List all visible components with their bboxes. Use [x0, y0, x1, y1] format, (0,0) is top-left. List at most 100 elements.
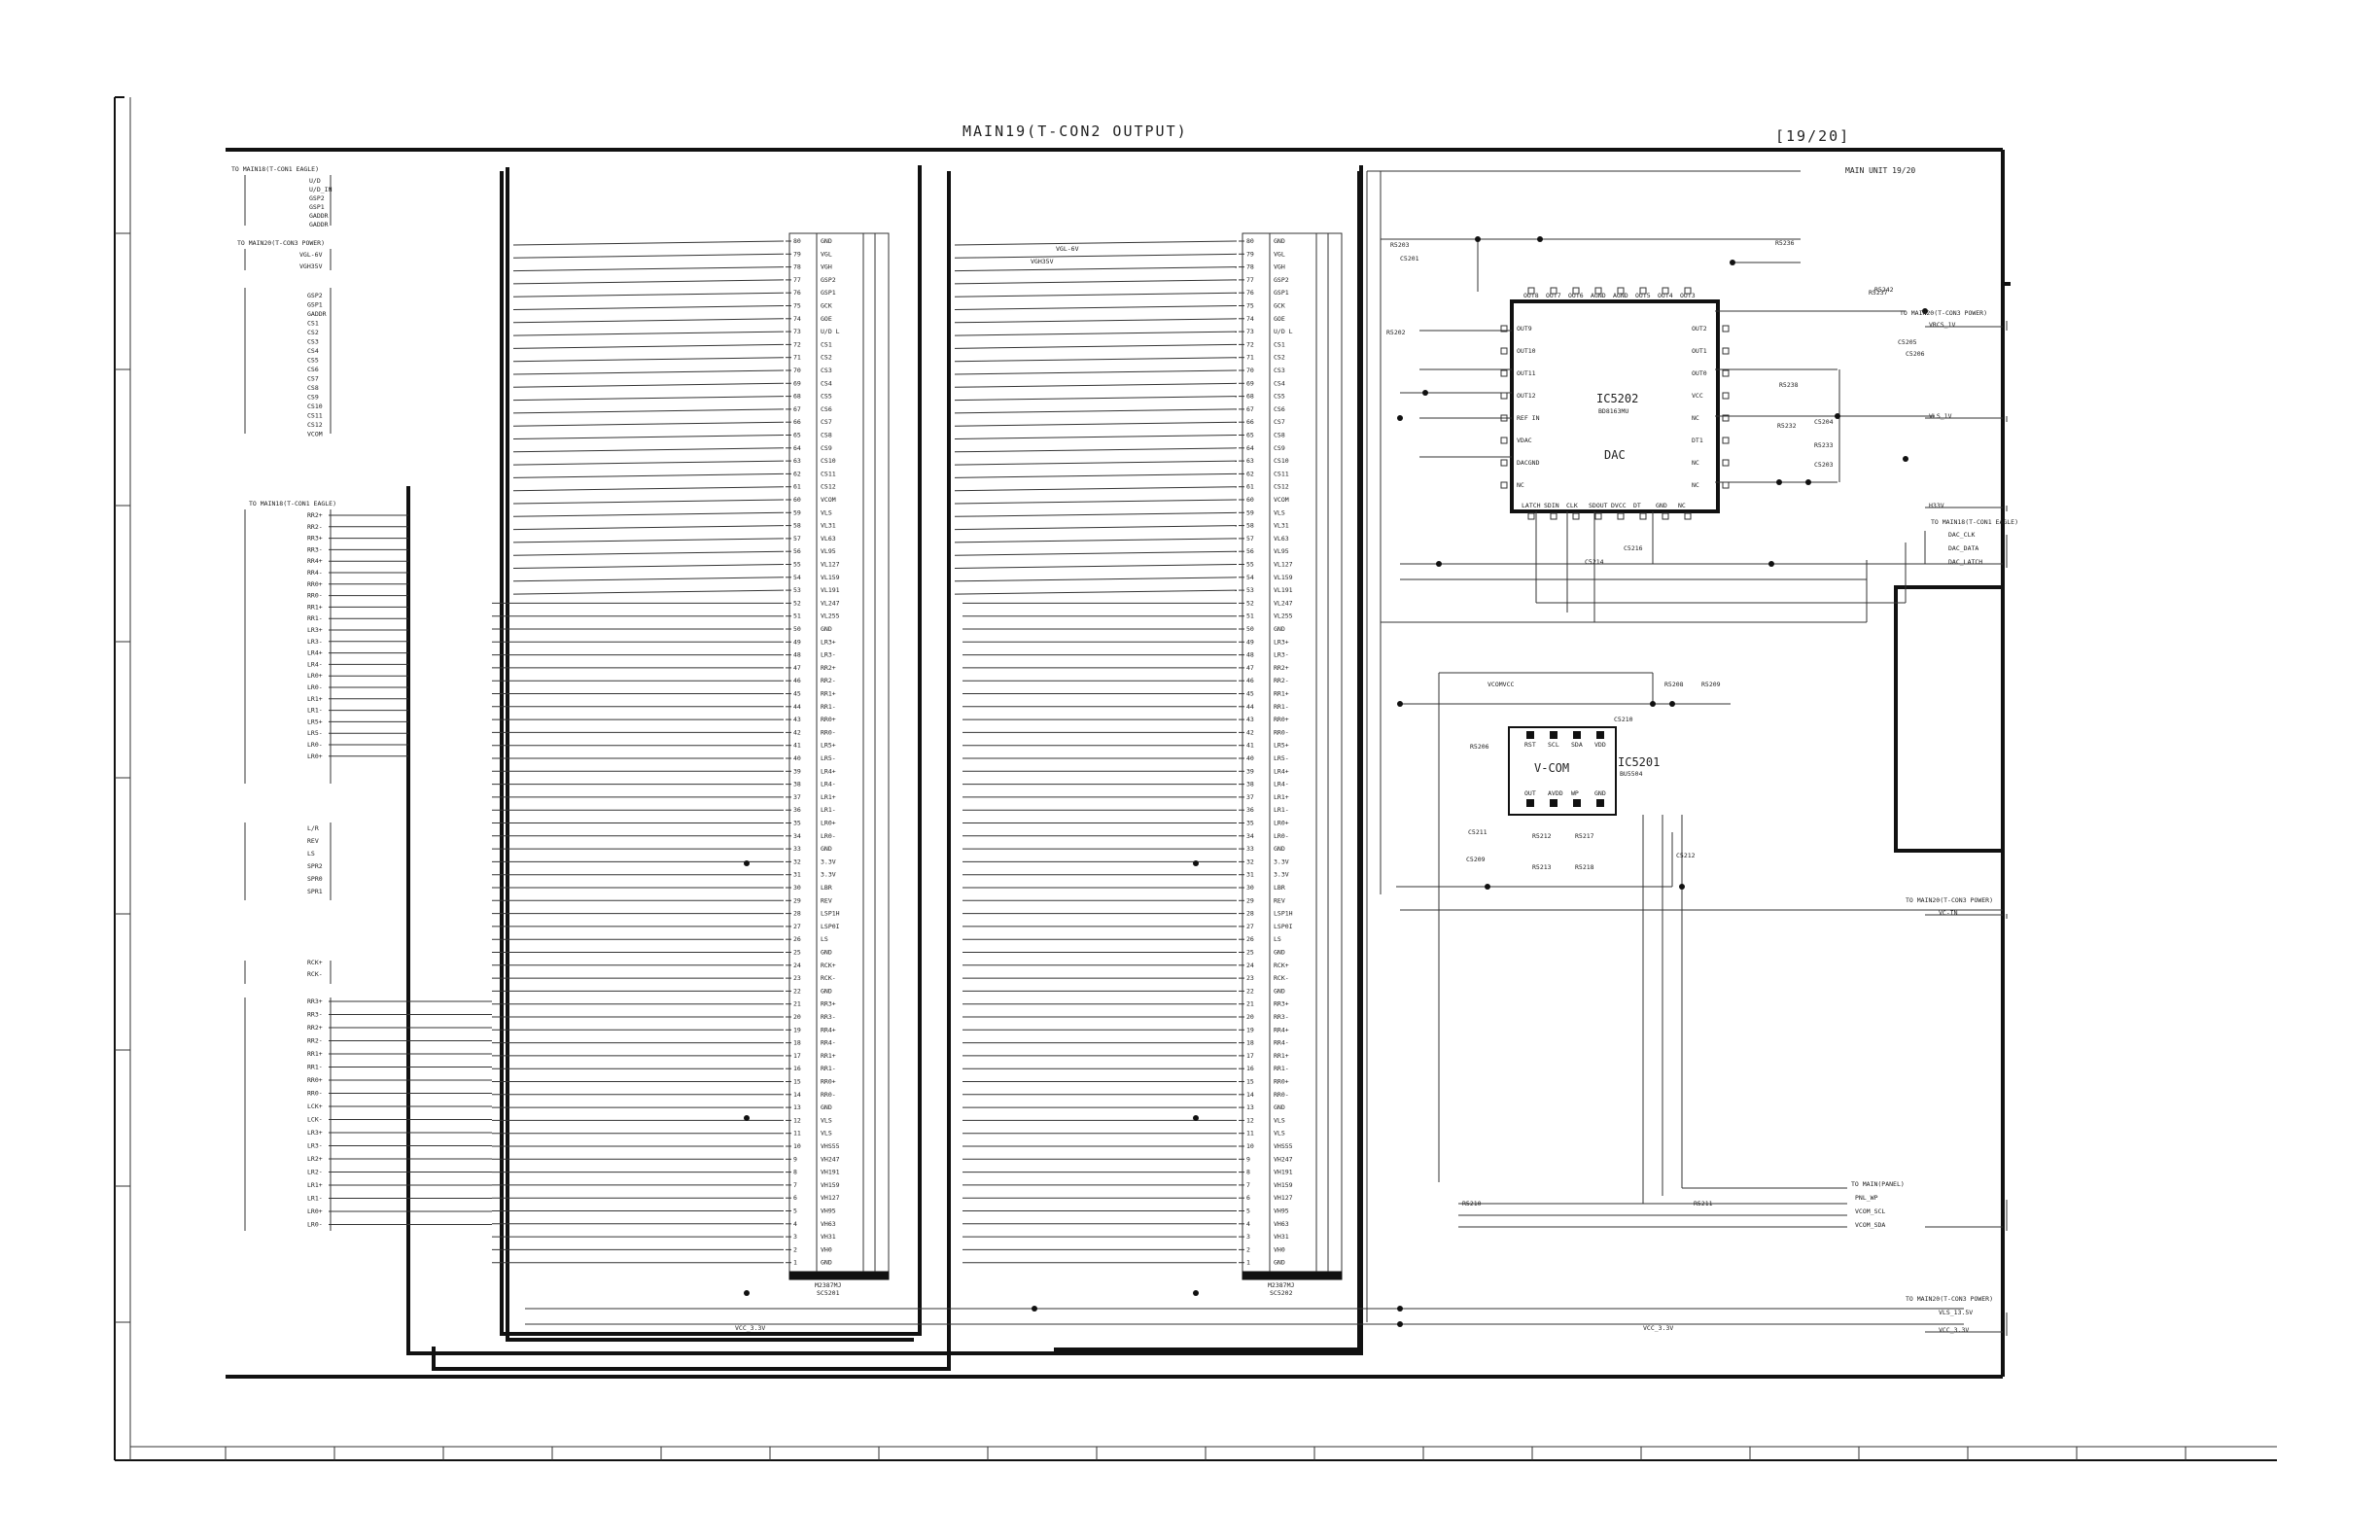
- conn-left-pin-number: 46: [793, 677, 801, 684]
- conn-right-pin-signal: RR0+: [1274, 1078, 1289, 1086]
- conn-left-pin-number: 7: [793, 1181, 797, 1189]
- conn-left-pin-signal: VL95: [821, 547, 836, 555]
- conn-left-pin-number: 66: [793, 418, 801, 426]
- component-ref: C5209: [1466, 856, 1486, 863]
- conn-right-pin-number: 29: [1246, 896, 1254, 904]
- vcom-pin-bottom: OUT: [1524, 789, 1536, 797]
- vcom-pin-bottom-box: [1573, 799, 1581, 807]
- wire-right-upper: [954, 550, 1238, 556]
- rl-to-power-1: TO MAIN20(T-CON3 POWER): [1900, 309, 1987, 317]
- dac-pin-top-box: [1639, 287, 1647, 295]
- conn-right-pin-signal: RR0-: [1274, 1091, 1289, 1099]
- conn-right-pin-signal: CS6: [1274, 405, 1285, 413]
- conn-right-pin-signal: CS5: [1274, 393, 1285, 401]
- dac-pin-top: OUT3: [1680, 292, 1696, 299]
- conn-right-pin-number: 47: [1246, 664, 1254, 672]
- dac-pin-right: NC: [1692, 414, 1699, 422]
- conn-left-pin-signal: LS: [821, 935, 828, 943]
- conn-left-pin-signal: REV: [821, 896, 832, 904]
- conn-left-pin-number: 36: [793, 806, 801, 814]
- wire-right-upper: [954, 435, 1238, 439]
- conn-right-pin-signal: RR0-: [1274, 728, 1289, 736]
- left-ctrl-signal: LS: [307, 850, 315, 858]
- connector-sc5201: M2387MJ SC5201: [788, 232, 890, 1297]
- left-lvds-signal: RR0+: [307, 580, 323, 588]
- connector-left-part: M2387MJ: [815, 1281, 841, 1289]
- left-low-signal: LR1+: [307, 1181, 323, 1189]
- conn-left-pin-signal: GSP2: [821, 276, 836, 284]
- conn-right-pin-number: 7: [1246, 1181, 1250, 1189]
- component-ref: R5233: [1814, 441, 1834, 449]
- conn-left-pin-signal: RR2+: [821, 664, 836, 672]
- conn-left-pin-signal: RR0-: [821, 1091, 836, 1099]
- conn-left-pin-number: 9: [793, 1155, 797, 1163]
- junction-dot: [1776, 479, 1782, 485]
- conn-left-pin-number: 58: [793, 522, 801, 530]
- conn-left-pin-number: 14: [793, 1091, 801, 1099]
- dac-ref: IC5202: [1596, 392, 1638, 405]
- junction-dot: [1650, 701, 1656, 707]
- conn-right-pin-signal: LR4+: [1274, 767, 1289, 775]
- conn-right-pin-number: 15: [1246, 1078, 1254, 1086]
- junction-dot: [744, 1115, 750, 1121]
- junction-dot: [1193, 1290, 1199, 1296]
- conn-left-pin-number: 48: [793, 651, 801, 659]
- conn-left-pin-signal: VL127: [821, 561, 840, 569]
- conn-left-pin-signal: VLS: [821, 508, 832, 516]
- conn-right-pin-signal: LS: [1274, 935, 1281, 943]
- wire-left-upper: [512, 408, 785, 414]
- conn-right-pin-signal: LBR: [1274, 884, 1285, 892]
- wire-right-upper: [954, 472, 1238, 478]
- left-gate-signal: CS1: [307, 320, 319, 328]
- conn-right-pin-number: 77: [1246, 276, 1254, 284]
- conn-right-pin-signal: 3.3V: [1274, 858, 1289, 865]
- left-gate-signal: CS11: [307, 412, 323, 420]
- component-ref: R5218: [1575, 863, 1594, 871]
- conn-left-pin-number: 60: [793, 496, 801, 504]
- conn-right-pin-number: 59: [1246, 508, 1254, 516]
- conn-left-pin-signal: LR4+: [821, 767, 836, 775]
- component-ref: R5242: [1874, 286, 1894, 294]
- conn-left-pin-signal: RCK-: [821, 974, 836, 982]
- conn-right-pin-signal: VHS55: [1274, 1142, 1293, 1150]
- conn-left-pin-signal: GOE: [821, 315, 832, 323]
- junction-dot: [1397, 1306, 1403, 1312]
- conn-right-pin-signal: VL159: [1274, 574, 1293, 581]
- left-low-signal: LR3-: [307, 1142, 323, 1150]
- conn-right-pin-signal: CS3: [1274, 367, 1285, 374]
- conn-left-pin-number: 15: [793, 1078, 801, 1086]
- junction-dot: [1835, 413, 1840, 419]
- rl-vls-volt: VLS_13.5V: [1939, 1309, 1973, 1316]
- dac-pin-left: OUT9: [1517, 325, 1532, 332]
- junction-dot: [1397, 415, 1403, 421]
- conn-right-pin-number: 4: [1246, 1220, 1250, 1228]
- left-low-signal: LR2+: [307, 1155, 323, 1163]
- dac-pin-left-box: [1500, 369, 1508, 377]
- conn-left-pin-number: 56: [793, 547, 801, 555]
- conn-right-pin-signal: VLS: [1274, 1116, 1285, 1124]
- conn-left-pin-signal: VH127: [821, 1194, 840, 1202]
- signal-wires: [329, 240, 1238, 1264]
- left-gate-signal: CS6: [307, 366, 319, 373]
- vcom-pin-top-box: [1526, 731, 1534, 739]
- wire-left-upper: [512, 550, 785, 556]
- conn-left-pin-signal: VGL: [821, 250, 832, 258]
- conn-right-pin-signal: LSP1H: [1274, 910, 1293, 918]
- rl-dac-clk: DAC_CLK: [1948, 531, 1975, 539]
- dac-pin-bottom: DT: [1633, 502, 1641, 509]
- conn-left-pin-signal: GND: [821, 237, 832, 245]
- left-eagle-signal: GADDR: [309, 221, 329, 228]
- dac-pin-top-box: [1684, 287, 1692, 295]
- vcom-pin-top: VDD: [1594, 741, 1606, 749]
- junction-dot: [1475, 236, 1481, 242]
- conn-right-pin-signal: GND: [1274, 1103, 1285, 1111]
- left-power-signal: VGH35V: [299, 262, 323, 270]
- conn-right-pin-number: 34: [1246, 832, 1254, 840]
- left-lvds-signal: LR5+: [307, 718, 323, 725]
- wire-right-upper: [954, 408, 1238, 414]
- left-lvds-signal: RR0-: [307, 592, 323, 600]
- vcom-pin-bottom-box: [1526, 799, 1534, 807]
- left-lvds-signal: LR3+: [307, 626, 323, 634]
- wire-left-upper: [512, 305, 785, 310]
